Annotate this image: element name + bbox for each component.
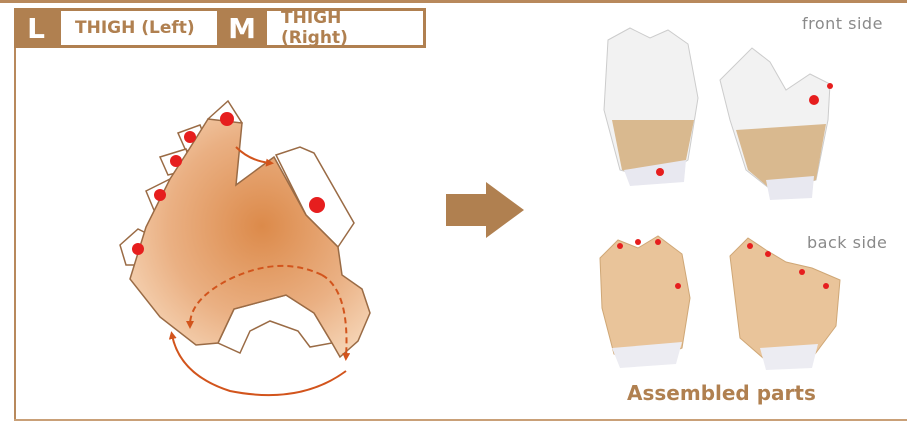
back-part-1 [600,236,690,368]
front-side-label: front side [802,14,883,33]
front-side-photos [590,20,840,200]
right-arrow-icon [446,182,524,238]
part-code-right: M [220,8,264,48]
assembled-parts-caption: Assembled parts [627,381,816,405]
unfolded-pattern-diagram [100,95,390,400]
left-border [14,48,16,421]
top-border [0,0,907,3]
part-label-right: THIGH (Right) [264,8,426,48]
front-part-1 [604,28,698,186]
part-header: L THIGH (Left) M THIGH (Right) [14,8,426,48]
part-code-left: L [14,8,58,48]
part-label-left: THIGH (Left) [58,8,220,48]
back-side-label: back side [807,233,887,252]
back-part-2 [730,238,840,370]
front-part-2 [720,48,833,200]
